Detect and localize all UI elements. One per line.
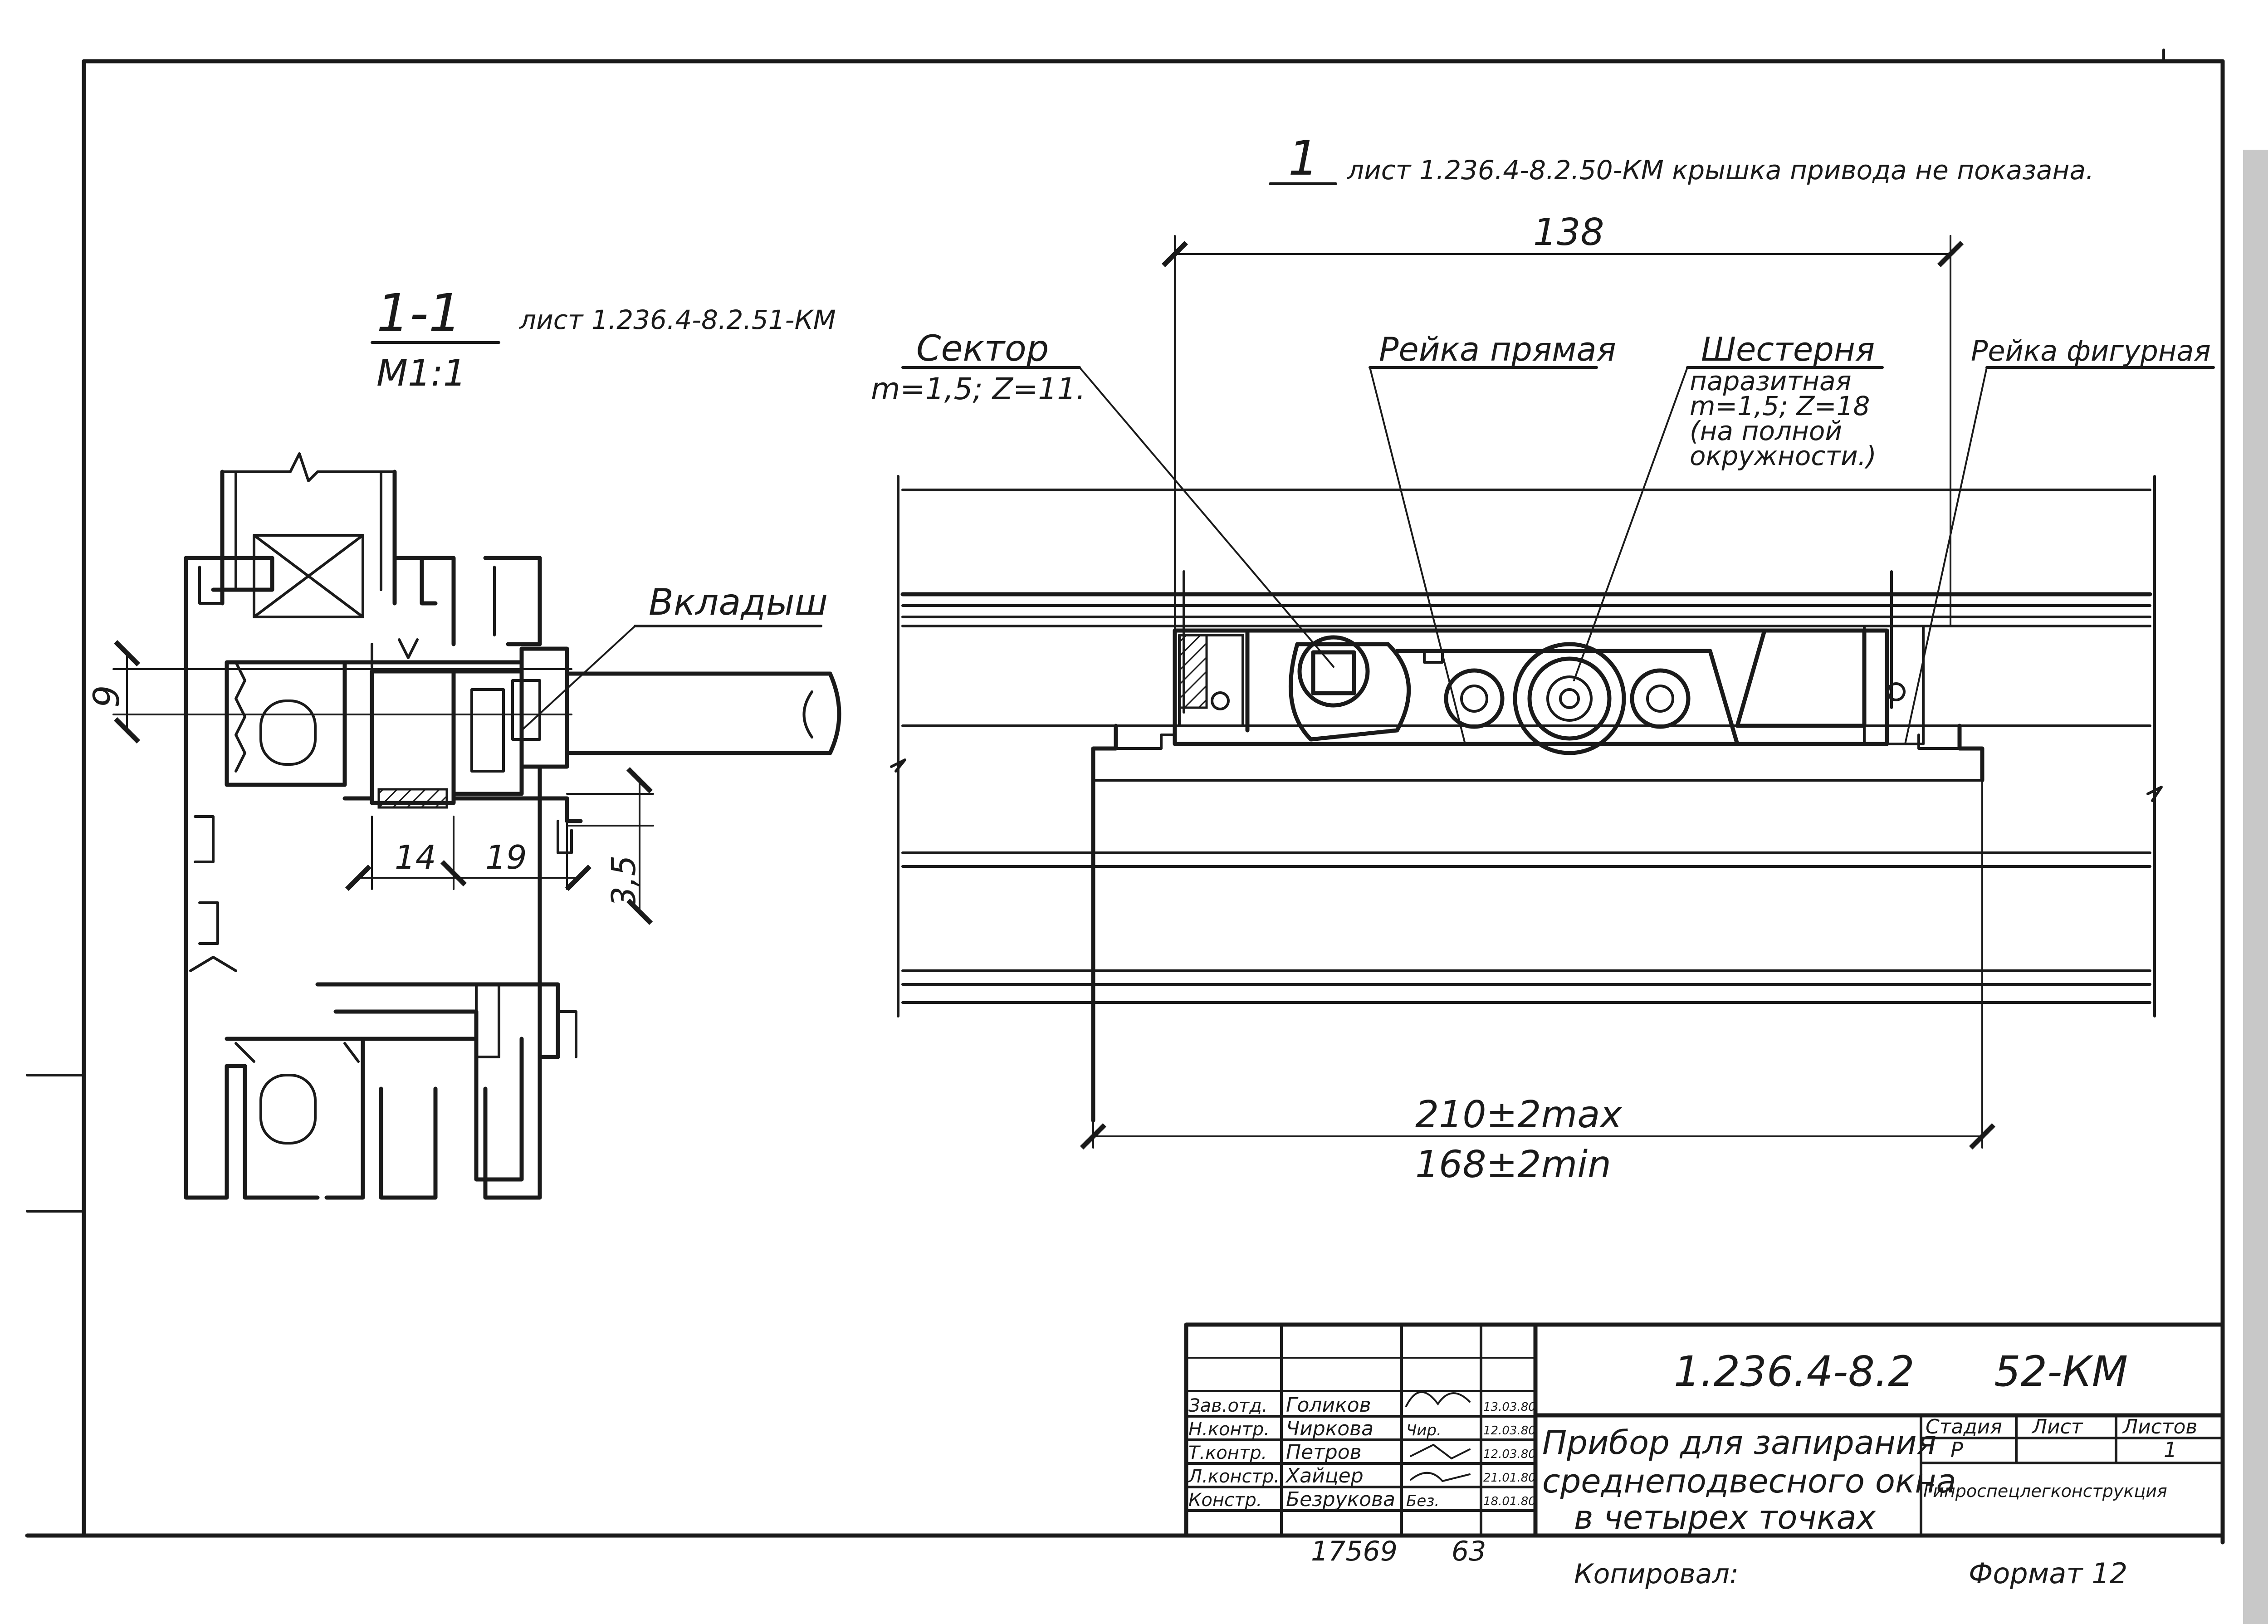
format-label: Формат 12 (1969, 1557, 2127, 1590)
dim-14-label: 14 (395, 838, 436, 876)
dim-3-5-label: 3,5 (605, 855, 643, 907)
dim-9-label: 9 (87, 685, 127, 708)
staff-name: Безрукова (1286, 1488, 1395, 1511)
staff-signature: Без. (1406, 1492, 1439, 1510)
dim-138-label: 138 (1533, 211, 1604, 254)
sheet-frame (25, 49, 2225, 1545)
section-1-1-drawing (184, 452, 841, 1200)
callout-vkladysh: Вкладыш (521, 581, 828, 731)
callout-reyka-pryamaya-label: Рейка прямая (1379, 330, 1616, 368)
staff-row: Т.контр. Петров 12.03.80 (1188, 1441, 1536, 1464)
dim-210-label: 210±2max (1415, 1093, 1623, 1136)
dim-138: 138 (1161, 211, 1964, 268)
staff-signature (1405, 1391, 1471, 1407)
section-1-1-header: 1-1 М1:1 лист 1.236.4-8.2.51-КМ (371, 283, 836, 394)
callout-sector-label: Сектор (916, 328, 1049, 369)
callout-reyka-figurnaya-label: Рейка фигурная (1971, 334, 2211, 367)
staff-date: 13.03.80 (1483, 1400, 1536, 1414)
page-number: 63 (1452, 1536, 1486, 1567)
callout-shesternya-line2: m=1,5; Z=18 (1690, 391, 1870, 421)
dim-19-label: 19 (485, 838, 527, 876)
staff-role: Л.констр. (1188, 1466, 1280, 1487)
title-block: 1.236.4-8.2 52-КМ Прибор для запирания с… (1184, 1322, 2225, 1538)
callout-shesternya-line1: паразитная (1690, 366, 1852, 396)
stage-value: Р (1950, 1438, 1963, 1462)
staff-role: Зав.отд. (1188, 1395, 1268, 1416)
sheets-value: 1 (2164, 1438, 2177, 1462)
view-1-header: 1 лист 1.236.4-8.2.50-КМ крышка привода … (1269, 131, 2094, 186)
title-line-1: Прибор для запирания (1542, 1423, 1936, 1462)
title-line-3: в четырех точках (1574, 1498, 1877, 1536)
doc-number: 1.236.4-8.2 52-КМ (1674, 1347, 2128, 1396)
callout-sector: Сектор m=1,5; Z=11. (871, 328, 1334, 668)
staff-role: Т.контр. (1188, 1443, 1267, 1463)
sheet-header: Лист (2031, 1415, 2083, 1438)
view-1-number: 1 (1288, 131, 1319, 186)
scan-edge-strip (2243, 150, 2268, 1624)
organization: Гипроспецлегконструкция (1923, 1481, 2167, 1501)
inventory-number: 17569 (1311, 1536, 1398, 1567)
section-title: 1-1 (376, 283, 462, 344)
callout-shesternya: Шестерня паразитная m=1,5; Z=18 (на полн… (1573, 330, 1884, 681)
staff-signature (1410, 1472, 1471, 1482)
staff-row: Зав.отд. Голиков 13.03.80 (1188, 1391, 1536, 1417)
staff-role: Констр. (1188, 1490, 1262, 1511)
staff-row: Констр. Безрукова Без. 18.01.80 (1188, 1488, 1536, 1511)
dim-168-label: 168±2min (1415, 1143, 1611, 1186)
stage-header: Стадия (1926, 1415, 2002, 1438)
staff-name: Петров (1286, 1441, 1362, 1464)
view-1-drawing (890, 235, 2163, 1149)
title-line-2: среднеподвесного окна (1542, 1462, 1956, 1500)
callout-shesternya-label: Шестерня (1701, 330, 1875, 368)
staff-date: 12.03.80 (1483, 1424, 1536, 1438)
staff-signature (1410, 1443, 1471, 1460)
staff-date: 21.01.80 (1483, 1471, 1536, 1485)
copied-label: Копировал: (1574, 1558, 1739, 1590)
staff-name: Чиркова (1286, 1417, 1374, 1440)
section-dimensions: 9 14 19 3,5 (87, 640, 654, 925)
callout-sector-params: m=1,5; Z=11. (871, 372, 1085, 406)
staff-row: Л.констр. Хайцер 21.01.80 (1188, 1464, 1536, 1487)
staff-name: Голиков (1286, 1394, 1371, 1417)
section-note: лист 1.236.4-8.2.51-КМ (519, 304, 836, 335)
staff-role: Н.контр. (1188, 1419, 1270, 1440)
staff-date: 18.01.80 (1483, 1495, 1536, 1508)
dim-210-168: 210±2max 168±2min (1080, 1093, 1996, 1186)
callout-reyka-pryamaya: Рейка прямая (1369, 330, 1616, 745)
view-1-note: лист 1.236.4-8.2.50-КМ крышка привода не… (1347, 155, 2094, 186)
staff-row: Н.контр. Чиркова Чир. 12.03.80 (1188, 1417, 1536, 1440)
sheets-header: Листов (2122, 1415, 2197, 1438)
staff-name: Хайцер (1285, 1464, 1364, 1487)
callout-shesternya-line4: окружности.) (1690, 440, 1877, 471)
section-scale: М1:1 (376, 352, 466, 394)
callout-shesternya-line3: (на полной (1690, 416, 1842, 446)
callout-vkladysh-label: Вкладыш (649, 581, 828, 623)
footer: 17569 63 Копировал: Формат 12 (1311, 1536, 2127, 1590)
callout-reyka-figurnaya: Рейка фигурная (1904, 334, 2215, 745)
staff-date: 12.03.80 (1483, 1448, 1536, 1461)
staff-signature: Чир. (1406, 1421, 1442, 1439)
